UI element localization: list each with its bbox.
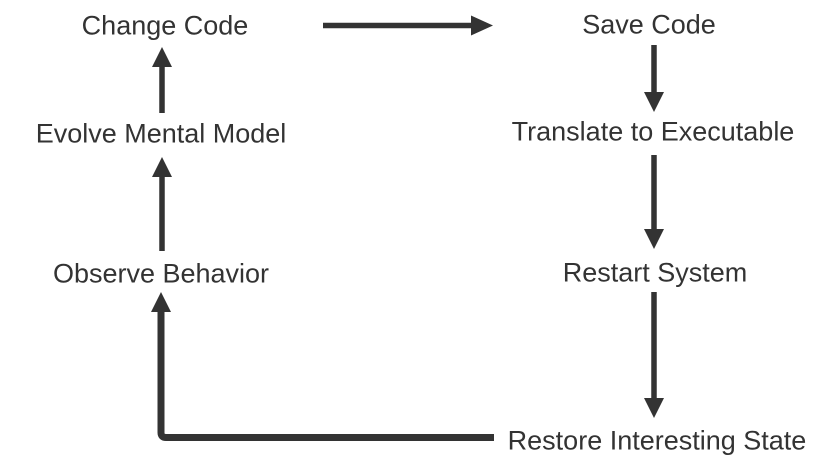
arrow-restart-to-restore [644, 292, 664, 418]
node-translate-to-executable: Translate to Executable [511, 116, 795, 147]
arrow-restore-to-observe [151, 292, 494, 441]
arrow-evolve-to-change [152, 47, 172, 113]
arrow-change-code-to-save-code [323, 15, 493, 36]
arrow-observe-to-evolve [152, 157, 172, 251]
node-evolve-mental-model: Evolve Mental Model [35, 118, 287, 149]
arrow-save-code-to-translate [644, 45, 664, 112]
node-restore-interesting-state: Restore Interesting State [507, 425, 807, 456]
node-change-code: Change Code [81, 10, 249, 41]
node-save-code: Save Code [582, 9, 716, 40]
node-observe-behavior: Observe Behavior [52, 258, 270, 289]
arrow-translate-to-restart [644, 155, 664, 249]
node-restart-system: Restart System [562, 257, 748, 288]
